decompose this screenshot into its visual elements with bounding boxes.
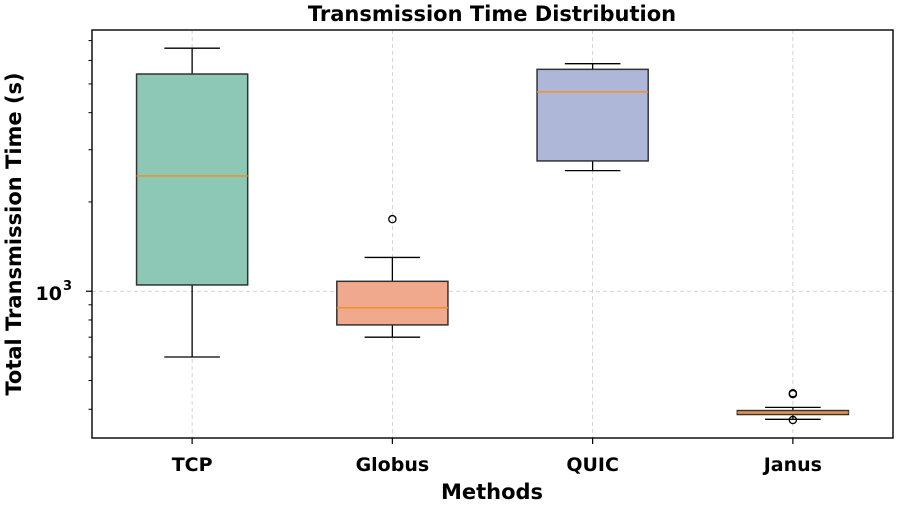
plot-frame — [91, 29, 894, 439]
outlier-point — [788, 415, 798, 425]
box-quic — [536, 63, 649, 172]
x-tick-label: QUIC — [566, 454, 619, 476]
iqr-box — [135, 73, 249, 286]
box-janus — [736, 388, 850, 425]
x-tick-label: Janus — [762, 454, 822, 476]
box-tcp — [135, 47, 249, 358]
box-globus — [336, 214, 449, 338]
box-layer — [135, 47, 850, 425]
outlier-point — [388, 214, 397, 224]
y-tick-exponent: 3 — [63, 279, 72, 294]
x-tick-label: TCP — [172, 454, 213, 476]
iqr-box — [336, 280, 449, 326]
outlier-point — [788, 388, 798, 398]
iqr-box — [536, 68, 649, 162]
x-axis-label: Methods — [441, 480, 543, 504]
chart-title: Transmission Time Distribution — [308, 2, 676, 26]
y-tick-label: 10 — [36, 283, 62, 305]
y-axis-label: Total Transmission Time (s) — [2, 72, 26, 395]
x-tick-label: Globus — [356, 454, 430, 476]
